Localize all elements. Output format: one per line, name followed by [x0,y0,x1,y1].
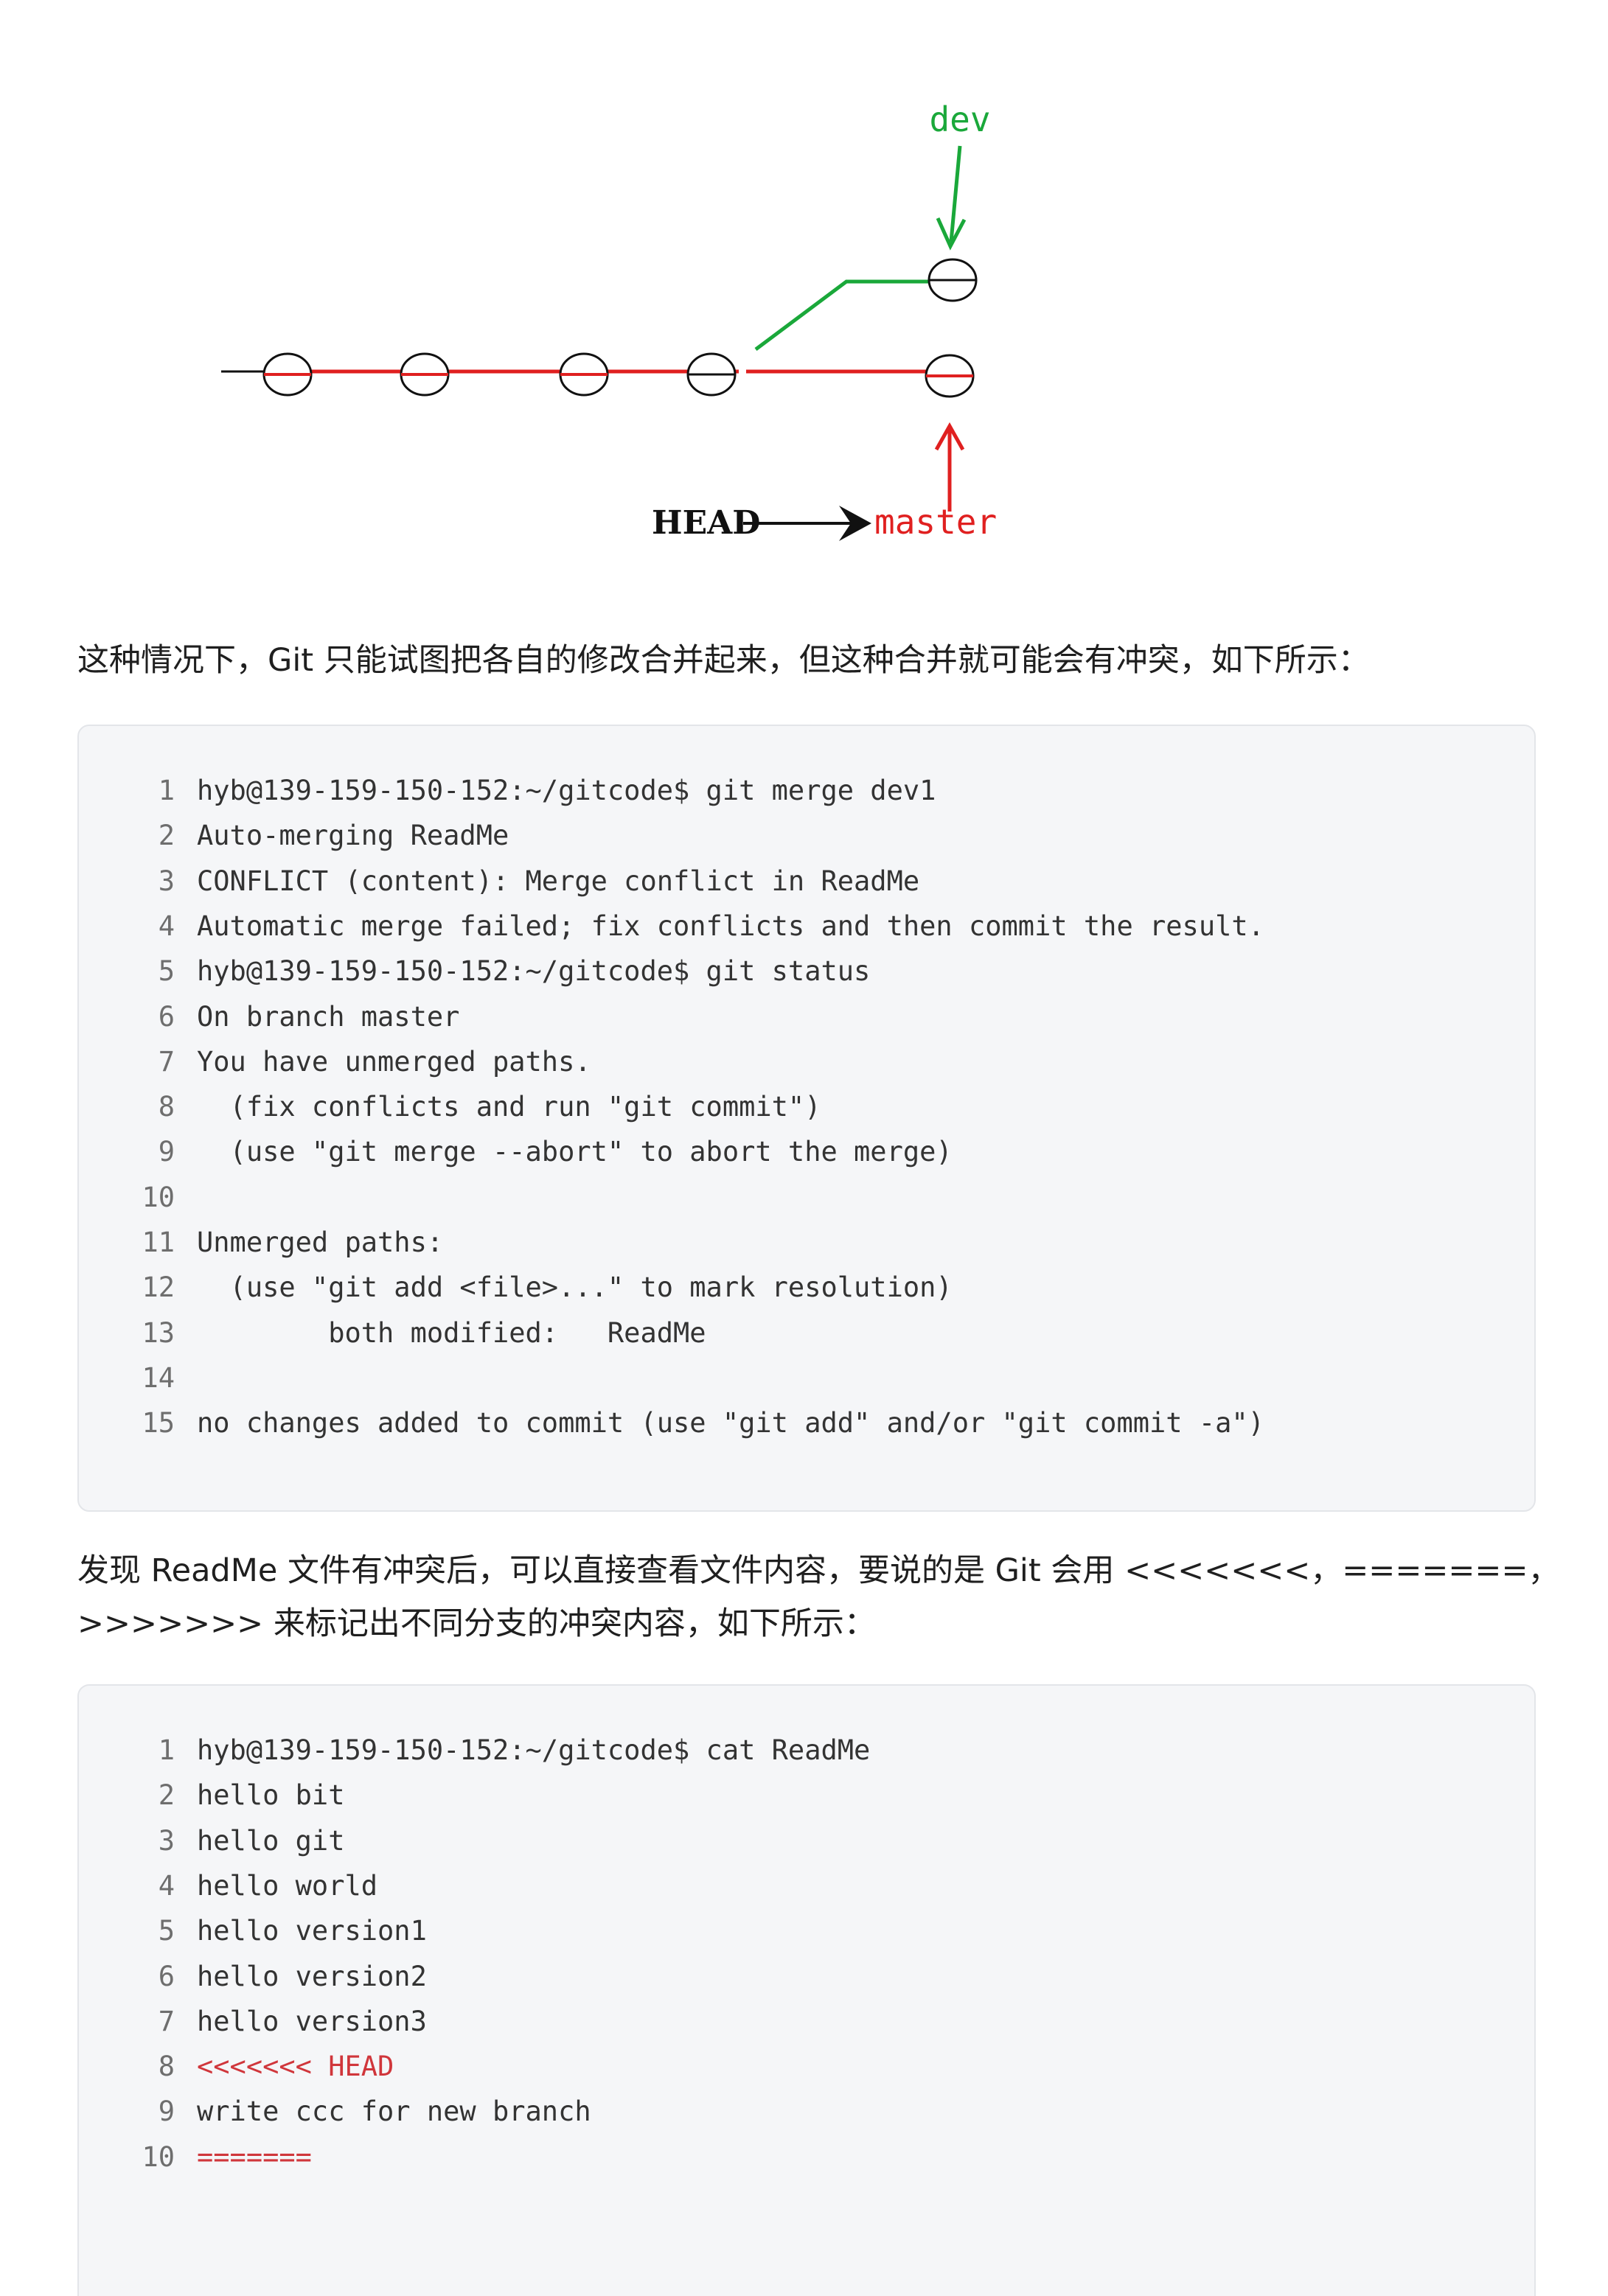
code-text: hello version1 [197,1915,427,1947]
dev-branch-line [754,279,938,352]
line-number: 7 [158,1045,175,1078]
line-number: 12 [142,1271,175,1304]
code-text: (fix conflicts and run "git commit") [197,1091,821,1123]
line-number: 6 [158,1000,175,1033]
line-number: 1 [158,775,175,806]
line-number: 10 [142,1181,175,1213]
paragraph-line: 发现 ReadMe 文件有冲突后，可以直接查看文件内容，要说的是 Git 会用 … [77,1552,1560,1589]
code-text: write ccc for new branch [197,2096,591,2128]
code-text: hello git [197,1824,345,1857]
line-number: 11 [142,1226,175,1258]
code-text: hello version2 [197,1960,427,1992]
code-text: (use "git merge --abort" to abort the me… [197,1136,953,1168]
code-block-cat-readme: 1 hyb@139-159-150-152:~/gitcode$ cat Read… [77,1684,1536,2296]
line-number: 8 [158,2051,175,2083]
master-arrow-head [934,422,965,451]
line-number: 14 [142,1361,175,1394]
conflict-marker-text: ======= [197,2140,312,2173]
code-text: CONFLICT (content): Merge conflict in Re… [197,865,920,897]
line-number: 9 [158,2096,175,2128]
conflict-marker-text: <<<<<<< HEAD [197,2051,394,2083]
paragraph-merge-intro: 这种情况下，Git 只能试图把各自的修改合并起来，但这种合并就可能会有冲突，如下… [77,634,1537,687]
code-text: Automatic merge failed; fix conflicts an… [197,910,1264,942]
line-number: 5 [158,955,175,988]
code-text: hyb@139-159-150-152:~/gitcode$ cat ReadM… [197,1734,871,1766]
code-text: You have unmerged paths. [197,1045,591,1078]
line-number: 7 [158,2005,175,2037]
line-number: 4 [158,910,175,942]
line-number: 6 [158,1960,175,1992]
line-number: 9 [158,1136,175,1168]
code-text: hello version3 [197,2005,427,2037]
code-text: no changes added to commit (use "git add… [197,1407,1264,1440]
line-number: 13 [142,1316,175,1349]
line-number: 10 [142,2140,175,2173]
line-number: 3 [158,865,175,897]
line-number: 2 [158,1779,175,1812]
line-number: 8 [158,1091,175,1123]
code-text: hello world [197,1869,378,1902]
code-text: Unmerged paths: [197,1226,444,1258]
line-number: 2 [158,820,175,852]
line-number: 1 [158,1734,175,1766]
code-text: hello bit [197,1779,345,1812]
paragraph-line: 这种情况下，Git 只能试图把各自的修改合并起来，但这种合并就可能会有冲突，如下… [77,642,1370,679]
master-label: master [874,502,997,542]
head-label: HEAD [652,504,760,542]
line-number: 4 [158,1869,175,1902]
line-number: 3 [158,1824,175,1857]
code-text: (use "git add <file>..." to mark resolut… [197,1271,953,1304]
paragraph-conflict-markers: 发现 ReadMe 文件有冲突后，可以直接查看文件内容，要说的是 Git 会用 … [77,1544,1560,1650]
dev-arrow-head [936,217,967,251]
code-text: hyb@139-159-150-152:~/gitcode$ git statu… [197,955,871,988]
paragraph-line: >>>>>>> 来标记出不同分支的冲突内容，如下所示： [77,1605,876,1642]
code-text: Auto-merging ReadMe [197,820,509,852]
code-block-git-merge: 1 hyb@139-159-150-152:~/gitcode$ git merg… [77,725,1536,1512]
line-number: 15 [142,1407,175,1440]
code-text: both modified: ReadMe [197,1316,706,1349]
code-text: hyb@139-159-150-152:~/gitcode$ git merge… [197,775,936,806]
branch-diagram: dev HEAD master [221,100,997,542]
dev-label: dev [929,100,990,139]
code-text: On branch master [197,1000,460,1033]
line-number: 5 [158,1915,175,1947]
dev-arrow [949,145,962,242]
